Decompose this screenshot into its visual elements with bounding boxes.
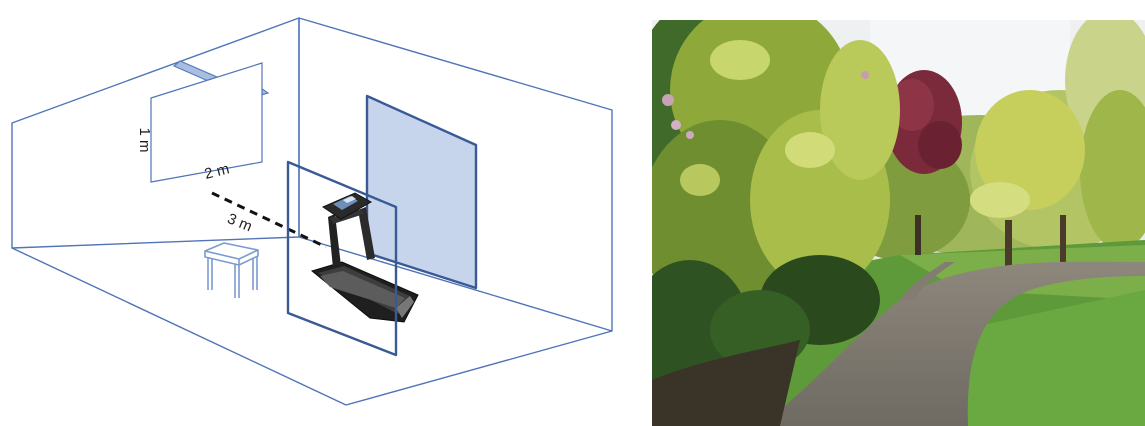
- side-projection-panel: [367, 96, 476, 288]
- stool: [205, 243, 258, 298]
- projection-screen-outline: [151, 63, 262, 182]
- screen-height-label: 1 m: [136, 127, 153, 152]
- park-photo: [630, 0, 1145, 426]
- viewing-distance-label: 3 m: [225, 210, 255, 235]
- room-setup-diagram: 1 m 2 m 3 m: [12, 18, 612, 405]
- room-wireframe: [12, 18, 612, 405]
